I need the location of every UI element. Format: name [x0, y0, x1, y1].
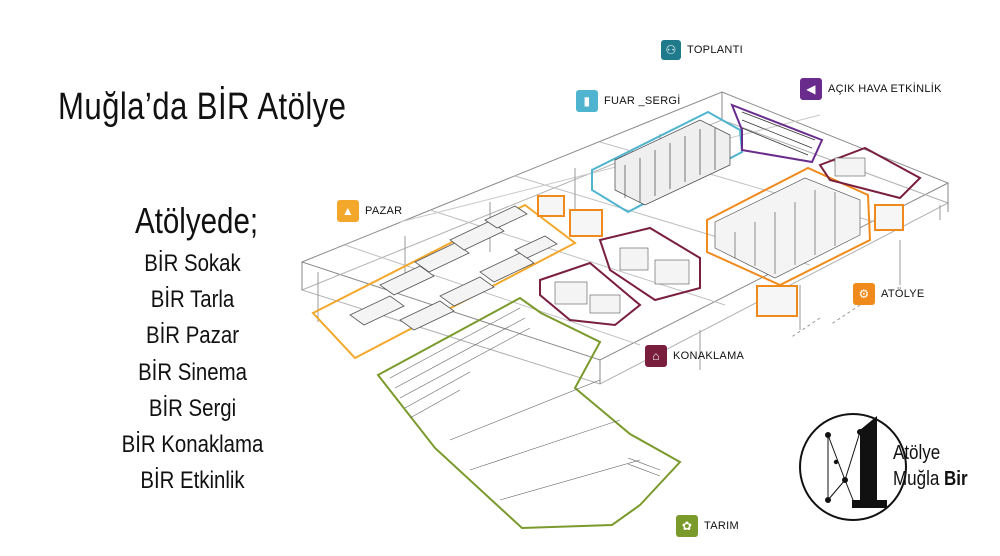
acik-hava-zone	[730, 103, 824, 164]
stage-icon: ◀	[800, 78, 822, 100]
atolye-zone	[706, 166, 872, 287]
list-item: BİR Sokak	[144, 250, 241, 277]
atolye-mugla-bir-logo-mark	[799, 413, 907, 521]
pazar-zone	[311, 203, 577, 360]
label-pazar: ▲ PAZAR	[337, 200, 402, 222]
market-stall-icon: ▲	[337, 200, 359, 222]
list-heading: Atölyede;	[135, 200, 259, 241]
list-item: BİR Sinema	[138, 358, 247, 386]
label-toplanti: ⚇ TOPLANTI	[661, 40, 743, 60]
grass-icon: ✿	[676, 515, 698, 537]
label-konaklama: ⌂ KONAKLAMA	[645, 345, 744, 367]
label-acik-hava: ◀ AÇIK HAVA ETKİNLİK	[800, 78, 942, 100]
konaklama-zone	[539, 146, 922, 327]
canopy-columns	[317, 134, 941, 370]
atolye-cells	[537, 195, 904, 317]
exhibition-panel-icon: ▮	[576, 90, 598, 112]
list-item: BİR Sergi	[148, 394, 237, 422]
list-item: BİR Konaklama	[121, 430, 264, 458]
list-item: BİR Etkinlik	[140, 467, 245, 495]
label-atolye: ⚙ ATÖLYE	[853, 283, 925, 305]
label-fuar-sergi: ▮ FUAR _SERGİ	[576, 90, 681, 112]
gears-icon: ⚙	[853, 283, 875, 305]
fuar-sergi-zone	[591, 110, 744, 214]
logo-line-2: Muğla Bir	[893, 468, 968, 490]
page-title: Muğla’da BİR Atölye	[58, 86, 347, 128]
logo-line-1: Atölye	[893, 442, 941, 464]
label-tarim: ✿ TARIM	[676, 515, 739, 537]
tarim-zone	[376, 296, 682, 530]
feature-list: BİR Sokak BİR Tarla BİR Pazar BİR Sinema…	[0, 246, 385, 499]
list-item: BİR Tarla	[150, 286, 235, 314]
house-icon: ⌂	[645, 345, 667, 367]
canopy-roof	[300, 91, 950, 385]
list-item: BİR Pazar	[146, 322, 239, 350]
people-icon: ⚇	[661, 40, 681, 60]
logo-text: Atölye Muğla Bir	[893, 440, 968, 492]
